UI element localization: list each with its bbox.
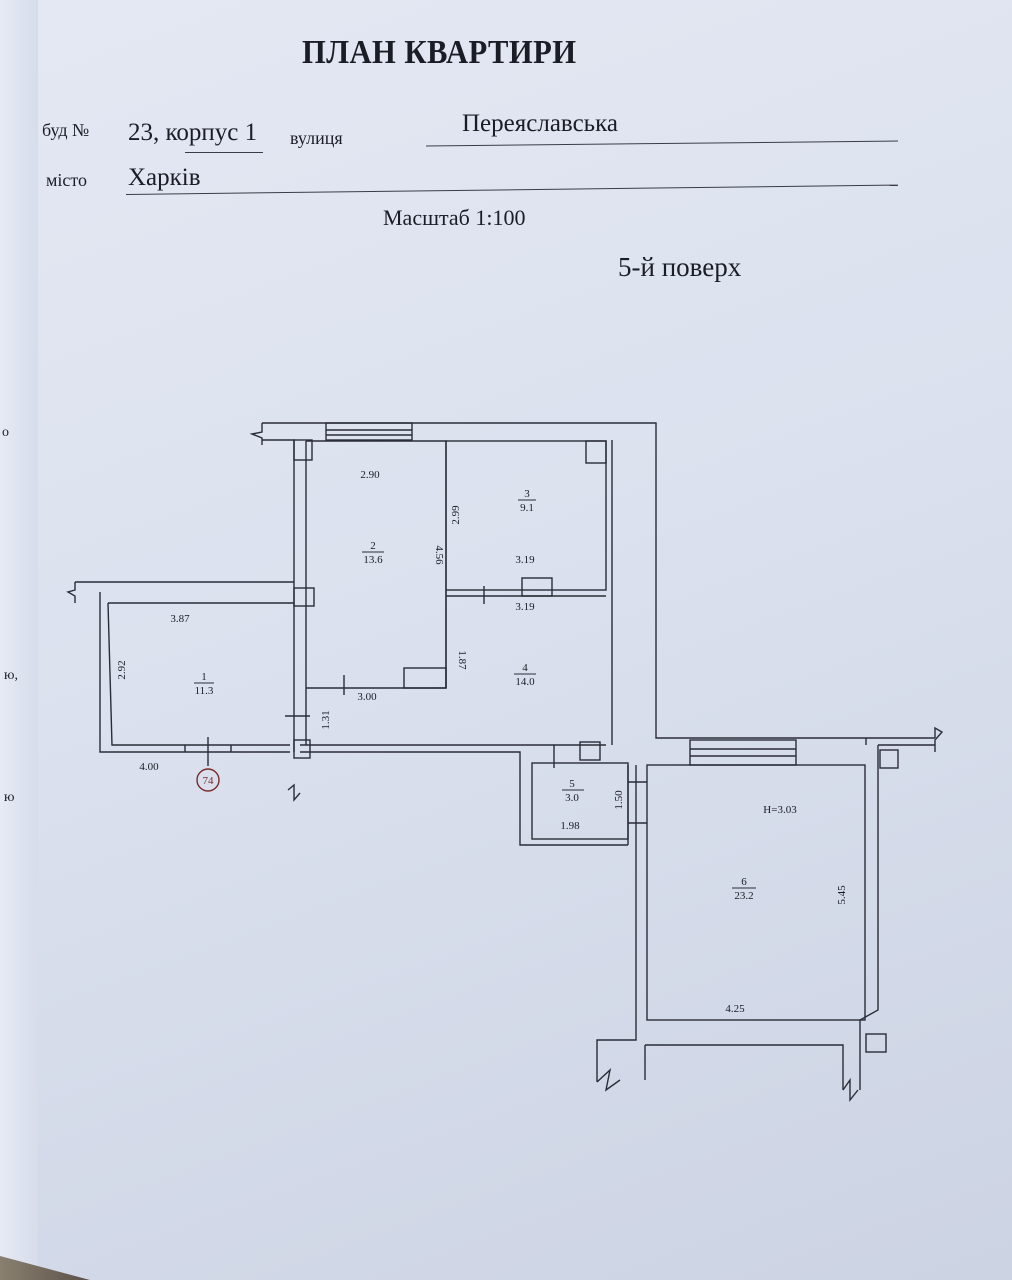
scale-label: Масштаб 1:100 (383, 205, 526, 230)
building-label: буд № (42, 120, 90, 140)
room-2-area: 13.6 (363, 554, 383, 566)
dim-r5-width: 1.98 (560, 820, 580, 832)
dim-r4-height: 1.87 (456, 650, 468, 670)
margin-fragment: ю (4, 790, 15, 805)
city-value: Харків (128, 164, 201, 191)
dim-r2-height: 4.56 (433, 545, 445, 565)
room-3-area: 9.1 (520, 502, 534, 514)
walls (66, 422, 944, 1102)
room-6-number: 6 (741, 876, 747, 888)
dim-r1-height: 2.92 (116, 660, 128, 679)
dim-hall-height: 1.31 (320, 710, 332, 729)
dim-r6-width: 4.25 (725, 1003, 745, 1015)
margin-fragment: о (2, 425, 9, 440)
dim-r6-height: 5.45 (836, 885, 848, 905)
ceiling-height: H=3.03 (763, 804, 797, 816)
marker-circle (196, 768, 220, 792)
dim-r1-width: 3.87 (170, 613, 190, 625)
city-label: місто (46, 170, 88, 190)
room-3-number: 3 (524, 488, 530, 500)
dim-r3-height: 2.99 (450, 505, 462, 525)
dim-r2-width: 2.90 (360, 469, 380, 481)
street-value: Переяславська (462, 110, 618, 137)
margin-fragment: ю, (4, 668, 18, 683)
room-5-number: 5 (569, 778, 575, 790)
building-underline (185, 152, 263, 153)
room-5-area: 3.0 (565, 792, 579, 804)
dim-hall-width: 3.00 (357, 691, 377, 703)
room-1-area: 11.3 (195, 685, 214, 697)
floor-label: 5-й поверх (618, 252, 742, 282)
street-label: вулиця (290, 128, 343, 148)
room-6-area: 23.2 (734, 890, 753, 902)
dim-r5-height: 1.50 (613, 790, 625, 810)
building-value: 23, корпус 1 (128, 119, 258, 146)
dim-r4-width: 3.19 (515, 601, 535, 613)
room-4-number: 4 (522, 662, 528, 674)
room-4-area: 14.0 (515, 676, 535, 688)
dim-r3-width: 3.19 (515, 554, 535, 566)
room-2-number: 2 (370, 540, 376, 552)
document-page (38, 0, 1012, 1280)
document-title: ПЛАН КВАРТИРИ (302, 34, 577, 71)
dim-r1-bottom: 4.00 (139, 761, 159, 773)
room-1-number: 1 (201, 671, 207, 683)
marker-label: 74 (203, 775, 215, 787)
